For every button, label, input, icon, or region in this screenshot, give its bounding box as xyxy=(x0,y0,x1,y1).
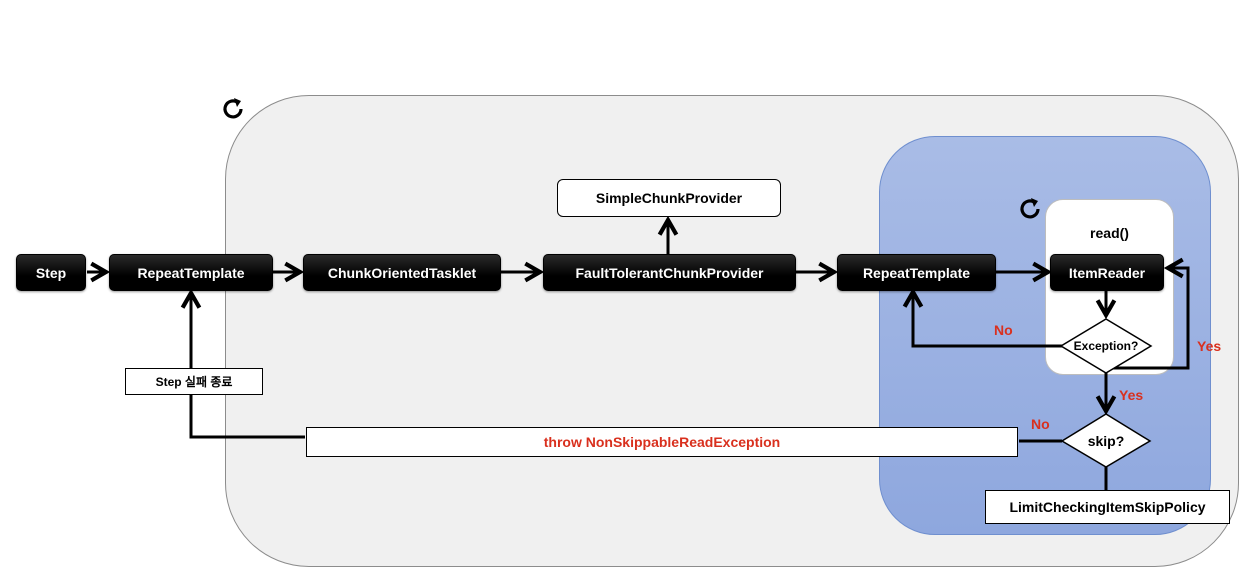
chunk-oriented-tasklet-node: ChunkOrientedTasklet xyxy=(303,254,501,291)
refresh-icon xyxy=(1020,198,1040,219)
exception-decision-label: Exception? xyxy=(1073,339,1139,353)
step-fail-box: Step 실패 종료 xyxy=(125,368,263,395)
no-label-skip: No xyxy=(1031,416,1050,432)
limit-checking-skip-policy-node: LimitCheckingItemSkipPolicy xyxy=(985,490,1230,524)
repeat-template-node-2: RepeatTemplate xyxy=(837,254,996,291)
exception-diamond xyxy=(1059,318,1153,374)
arrow-skip-loop-to-reader xyxy=(1106,268,1190,370)
arrow-fail-to-repeat1 xyxy=(191,293,305,439)
skip-decision-label: skip? xyxy=(1087,433,1125,449)
read-title: read() xyxy=(1090,225,1129,241)
arrow-exception-no-back xyxy=(913,292,1062,348)
yes-label-exception: Yes xyxy=(1197,338,1222,354)
fault-tolerant-chunk-provider-node: FaultTolerantChunkProvider xyxy=(543,254,796,291)
item-reader-node: ItemReader xyxy=(1050,254,1164,291)
skip-diamond xyxy=(1060,413,1152,468)
repeat-template-node: RepeatTemplate xyxy=(109,254,273,291)
simple-chunk-provider-node: SimpleChunkProvider xyxy=(557,179,781,217)
no-label-exception: No xyxy=(994,322,1013,338)
refresh-icon xyxy=(223,98,243,119)
throw-exception-box: throw NonSkippableReadException xyxy=(306,427,1018,457)
yes-label-skip: Yes xyxy=(1119,387,1144,403)
step-node: Step xyxy=(16,254,86,291)
